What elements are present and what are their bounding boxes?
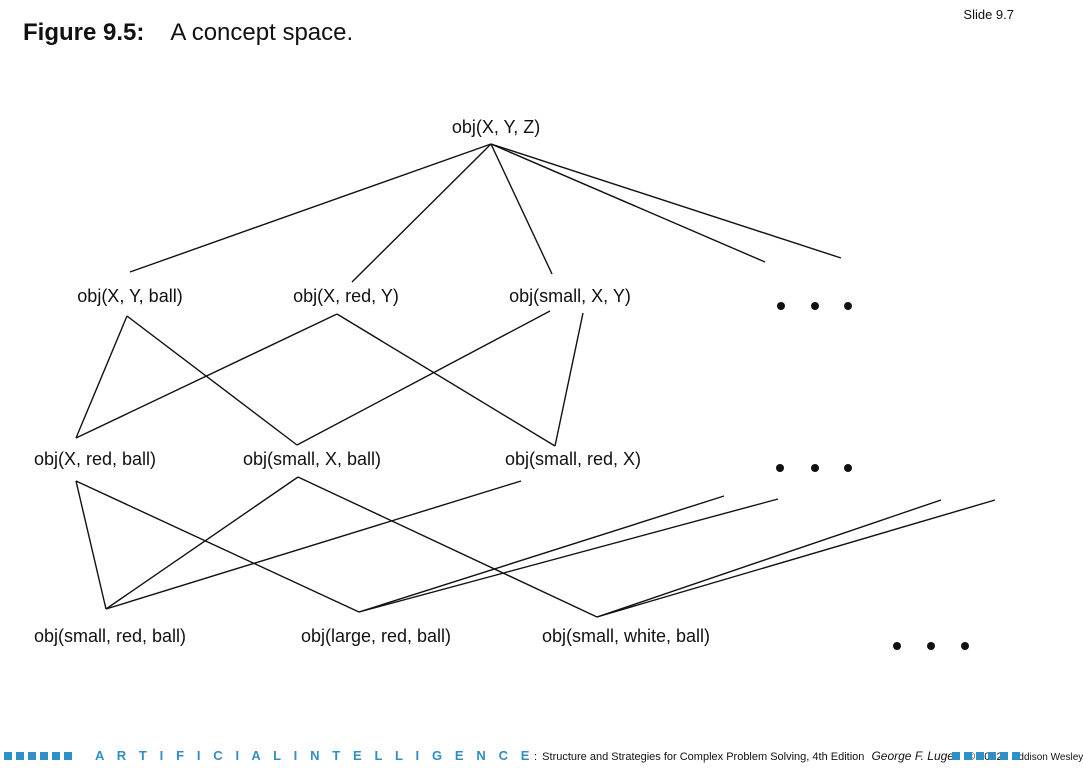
figure-label: Figure 9.5:	[23, 19, 145, 46]
edge-root-to-xyball	[129, 143, 492, 273]
edge-more-to-smallwhiteball-2	[596, 499, 996, 618]
figure-caption: A concept space.	[170, 19, 354, 46]
node-l3-2: obj(small, white, ball)	[542, 626, 710, 646]
edge-smallxy-to-smallredx	[554, 312, 584, 447]
decor-square	[16, 752, 24, 760]
slide-number: Slide 9.7	[963, 7, 1014, 22]
edge-more-to-largeredball-2	[358, 498, 779, 613]
decor-square	[988, 752, 996, 760]
node-l1-2: obj(small, X, Y)	[509, 286, 631, 306]
ellipsis-dot	[844, 464, 852, 472]
decor-square	[40, 752, 48, 760]
decor-square	[4, 752, 12, 760]
continuation-ellipsis-l2	[776, 464, 852, 472]
edge-xredball-to-largeredball	[75, 480, 360, 613]
footer-publisher: Addison Wesley	[1011, 752, 1083, 763]
edge-xyball-to-smallxball	[126, 315, 298, 446]
decor-square	[64, 752, 72, 760]
decor-square	[52, 752, 60, 760]
edge-smallxball-to-smallredball	[105, 476, 299, 610]
node-l2-0: obj(X, red, ball)	[34, 449, 156, 469]
edge-smallxball-to-smallwhiteball	[297, 476, 598, 618]
footer-decor-squares-left	[4, 752, 72, 760]
footer-text: A R T I F I C I A L I N T E L L I G E N …	[95, 748, 1083, 766]
footer-book-title: Structure and Strategies for Complex Pro…	[542, 751, 865, 763]
edge-root-to-more-1	[490, 143, 766, 263]
decor-square	[952, 752, 960, 760]
node-l1-1: obj(X, red, Y)	[293, 286, 399, 306]
node-l3-1: obj(large, red, ball)	[301, 626, 451, 646]
nodes: obj(X, Y, Z) obj(X, Y, ball) obj(X, red,…	[34, 117, 710, 646]
edge-xredy-to-xredball	[75, 313, 338, 439]
node-l3-0: obj(small, red, ball)	[34, 626, 186, 646]
footer-ai-title: A R T I F I C I A L I N T E L L I G E N …	[95, 748, 535, 763]
edge-smallredx-to-smallredball	[105, 480, 522, 610]
ellipsis-dot	[927, 642, 935, 650]
decor-square	[28, 752, 36, 760]
continuation-ellipsis-l3	[893, 642, 969, 650]
edge-smallxy-to-smallxball	[296, 310, 551, 446]
slide: Slide 9.7 Figure 9.5: A concept space.	[0, 7, 1083, 766]
edge-root-to-smallxy	[490, 143, 553, 275]
ellipsis-dot	[777, 302, 785, 310]
node-l2-1: obj(small, X, ball)	[243, 449, 381, 469]
footer-author: George F. Luger	[871, 749, 958, 763]
edge-xyball-to-xredball	[75, 315, 128, 439]
edge-more-to-largeredball-1	[358, 495, 725, 613]
ellipsis-dot	[893, 642, 901, 650]
edge-xredy-to-smallredx	[336, 313, 556, 447]
ellipsis-dot	[961, 642, 969, 650]
ellipsis-dot	[844, 302, 852, 310]
edge-xredball-to-smallredball	[75, 480, 107, 610]
slide-title: Figure 9.5: A concept space.	[23, 19, 353, 47]
ellipsis-dot	[776, 464, 784, 472]
node-root: obj(X, Y, Z)	[452, 117, 540, 137]
continuation-ellipsis-l1	[777, 302, 852, 310]
concept-space-diagram: obj(X, Y, Z) obj(X, Y, ball) obj(X, red,…	[34, 117, 996, 650]
edge-root-to-xredy	[351, 143, 492, 283]
edges	[75, 143, 996, 618]
decor-square	[1012, 752, 1020, 760]
ellipsis-dot	[811, 302, 819, 310]
footer: A R T I F I C I A L I N T E L L I G E N …	[0, 748, 1083, 766]
edge-more-to-smallwhiteball-1	[596, 499, 942, 618]
node-l2-2: obj(small, red, X)	[505, 449, 641, 469]
decor-square	[976, 752, 984, 760]
edge-root-to-more-2	[490, 143, 842, 259]
node-l1-0: obj(X, Y, ball)	[77, 286, 182, 306]
footer-decor-squares-right	[952, 752, 1020, 760]
footer-colon: :	[534, 751, 538, 763]
decor-square	[964, 752, 972, 760]
decor-square	[1000, 752, 1008, 760]
ellipsis-dot	[811, 464, 819, 472]
